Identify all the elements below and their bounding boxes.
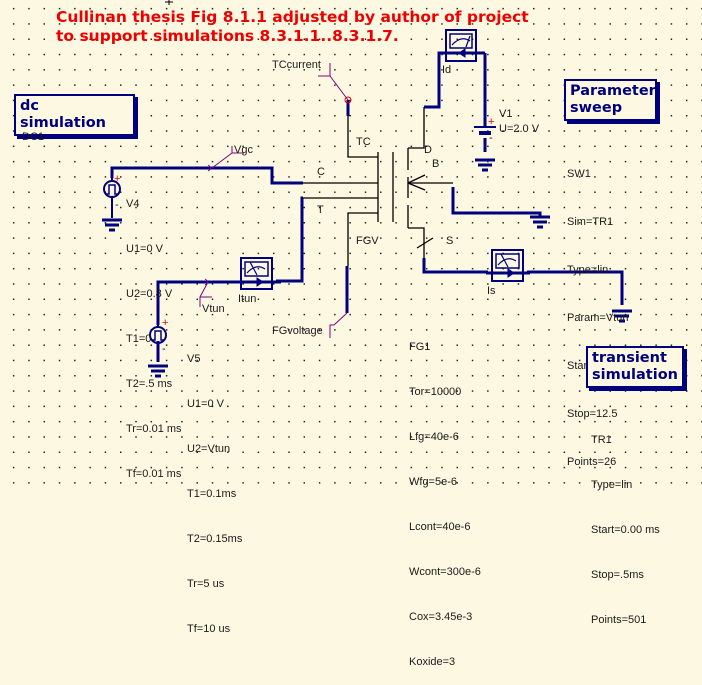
v1-name: V1 bbox=[499, 108, 513, 120]
v1-plus-sign: + bbox=[488, 116, 495, 128]
prop: Points=501 bbox=[591, 614, 647, 626]
v4-plus-sign: + bbox=[114, 173, 121, 185]
prop: Cox=3.45e-3 bbox=[409, 611, 473, 623]
prop: T2=.5 ms bbox=[126, 378, 173, 390]
v1-dc-source-icon bbox=[474, 126, 496, 172]
probe-is-name: Is bbox=[487, 285, 496, 297]
schematic-drawing bbox=[102, 0, 632, 378]
v5-props[interactable]: V5 U1=0 V U2=Vtun T1=0.1ms T2=0.15ms Tr=… bbox=[187, 322, 242, 652]
prop: U1=0 V bbox=[187, 398, 224, 410]
parameter-sweep-title-2: sweep bbox=[570, 100, 623, 116]
v5-plus-sign: + bbox=[162, 317, 169, 329]
note-line-2: to support simulations 8.3.1.1..8.3.1.7. bbox=[56, 27, 399, 45]
v1-value: U=2.0 V bbox=[499, 123, 540, 135]
prop: Points=26 bbox=[567, 456, 617, 468]
prop: TR1 bbox=[591, 434, 612, 446]
label-line-fgvoltage bbox=[329, 324, 334, 338]
prop: Type=lin bbox=[591, 479, 633, 491]
prop: Param=Vtun bbox=[567, 312, 629, 324]
prop: Koxide=3 bbox=[409, 656, 456, 668]
transient-title-1: transient bbox=[592, 350, 667, 366]
parameter-sweep-block[interactable]: Parameter sweep bbox=[564, 79, 657, 121]
wire-itun-t bbox=[276, 196, 304, 283]
ammeter-is-icon bbox=[486, 249, 530, 282]
prop: Stop=12.5 bbox=[567, 408, 618, 420]
prop: Lfg=40e-6 bbox=[409, 431, 459, 443]
prop: U2=0.8 V bbox=[126, 288, 173, 300]
pin-s: S bbox=[446, 235, 454, 247]
prop: Wfg=5e-6 bbox=[409, 476, 457, 488]
annotation-note: Cullinan thesis Fig 8.1.1 adjusted by au… bbox=[56, 8, 529, 46]
note-line-1: Cullinan thesis Fig 8.1.1 adjusted by au… bbox=[56, 8, 529, 26]
label-vtun[interactable]: Vtun bbox=[202, 303, 225, 315]
probe-id-name: Id bbox=[442, 64, 452, 76]
dc-simulation-title: dc simulation bbox=[20, 98, 106, 131]
prop: T1=0.1ms bbox=[187, 488, 237, 500]
v4-minus-sign: - bbox=[115, 199, 119, 211]
prop: Tf=10 us bbox=[187, 623, 231, 635]
dc-simulation-block[interactable]: dc simulation bbox=[14, 94, 135, 136]
wire-is-gnd bbox=[527, 270, 624, 305]
prop: Start=0.00 ms bbox=[591, 524, 660, 536]
dc-simulation-name: DC1 bbox=[22, 131, 45, 143]
pin-tc: TC bbox=[356, 136, 371, 148]
prop: Wcont=300e-6 bbox=[409, 566, 481, 578]
ammeter-itun-icon bbox=[236, 257, 281, 290]
transient-title-2: simulation bbox=[592, 367, 678, 383]
prop: U1=0 V bbox=[126, 243, 163, 255]
pin-d: D bbox=[424, 144, 432, 156]
prop: SW1 bbox=[567, 168, 591, 180]
label-tccurrent[interactable]: TCcurrent bbox=[272, 59, 321, 71]
prop: V4 bbox=[126, 198, 140, 210]
wire-source-is bbox=[422, 258, 488, 274]
prop: V5 bbox=[187, 353, 201, 365]
transient-simulation-block[interactable]: transient simulation bbox=[586, 346, 684, 388]
wire-v4-c bbox=[110, 166, 303, 185]
pin-b: B bbox=[432, 158, 440, 170]
label-vgc[interactable]: Vgc bbox=[234, 144, 253, 156]
prop: T2=0.15ms bbox=[187, 533, 243, 545]
prop: FG1 bbox=[409, 341, 431, 353]
v4-props[interactable]: V4 U1=0 V U2=0.8 V T1=0 T2=.5 ms Tr=0.01… bbox=[126, 167, 182, 497]
prop: Stop=.5ms bbox=[591, 569, 644, 581]
prop: Lcont=40e-6 bbox=[409, 521, 471, 533]
v5-pulse-source-icon bbox=[148, 325, 168, 378]
v5-minus-sign: - bbox=[162, 343, 166, 355]
prop: Tr=0.01 ms bbox=[126, 423, 182, 435]
ground-icons bbox=[530, 215, 632, 323]
probe-itun-name: Itun bbox=[238, 293, 257, 305]
parameter-sweep-title-1: Parameter bbox=[570, 83, 656, 99]
prop: Tor=10000 bbox=[409, 386, 462, 398]
v1-minus-sign: - bbox=[489, 132, 493, 144]
pin-c: C bbox=[317, 166, 325, 178]
prop: U2=Vtun bbox=[187, 443, 231, 455]
fg1-props[interactable]: FG1 Tor=10000 Lfg=40e-6 Wfg=5e-6 Lcont=4… bbox=[409, 310, 481, 685]
prop: Sim=TR1 bbox=[567, 216, 614, 228]
floating-gate-transistor bbox=[303, 107, 453, 266]
wire-v5-itun bbox=[156, 280, 240, 325]
pin-fgv: FGV bbox=[356, 235, 379, 247]
wire-body-gnd bbox=[451, 187, 542, 217]
prop: T1=0 bbox=[126, 333, 152, 345]
transient-simulation-props[interactable]: TR1 Type=lin Start=0.00 ms Stop=.5ms Poi… bbox=[591, 403, 660, 643]
ammeter-id-icon bbox=[445, 29, 485, 62]
pin-t: T bbox=[317, 204, 324, 216]
label-fgvoltage[interactable]: FGvoltage bbox=[272, 325, 323, 337]
prop: Type=lin bbox=[567, 264, 609, 276]
wire-drain-id bbox=[424, 51, 447, 109]
prop: Tr=5 us bbox=[187, 578, 225, 590]
v4-pulse-source-icon bbox=[102, 178, 122, 232]
prop: Tf=0.01 ms bbox=[126, 468, 182, 480]
